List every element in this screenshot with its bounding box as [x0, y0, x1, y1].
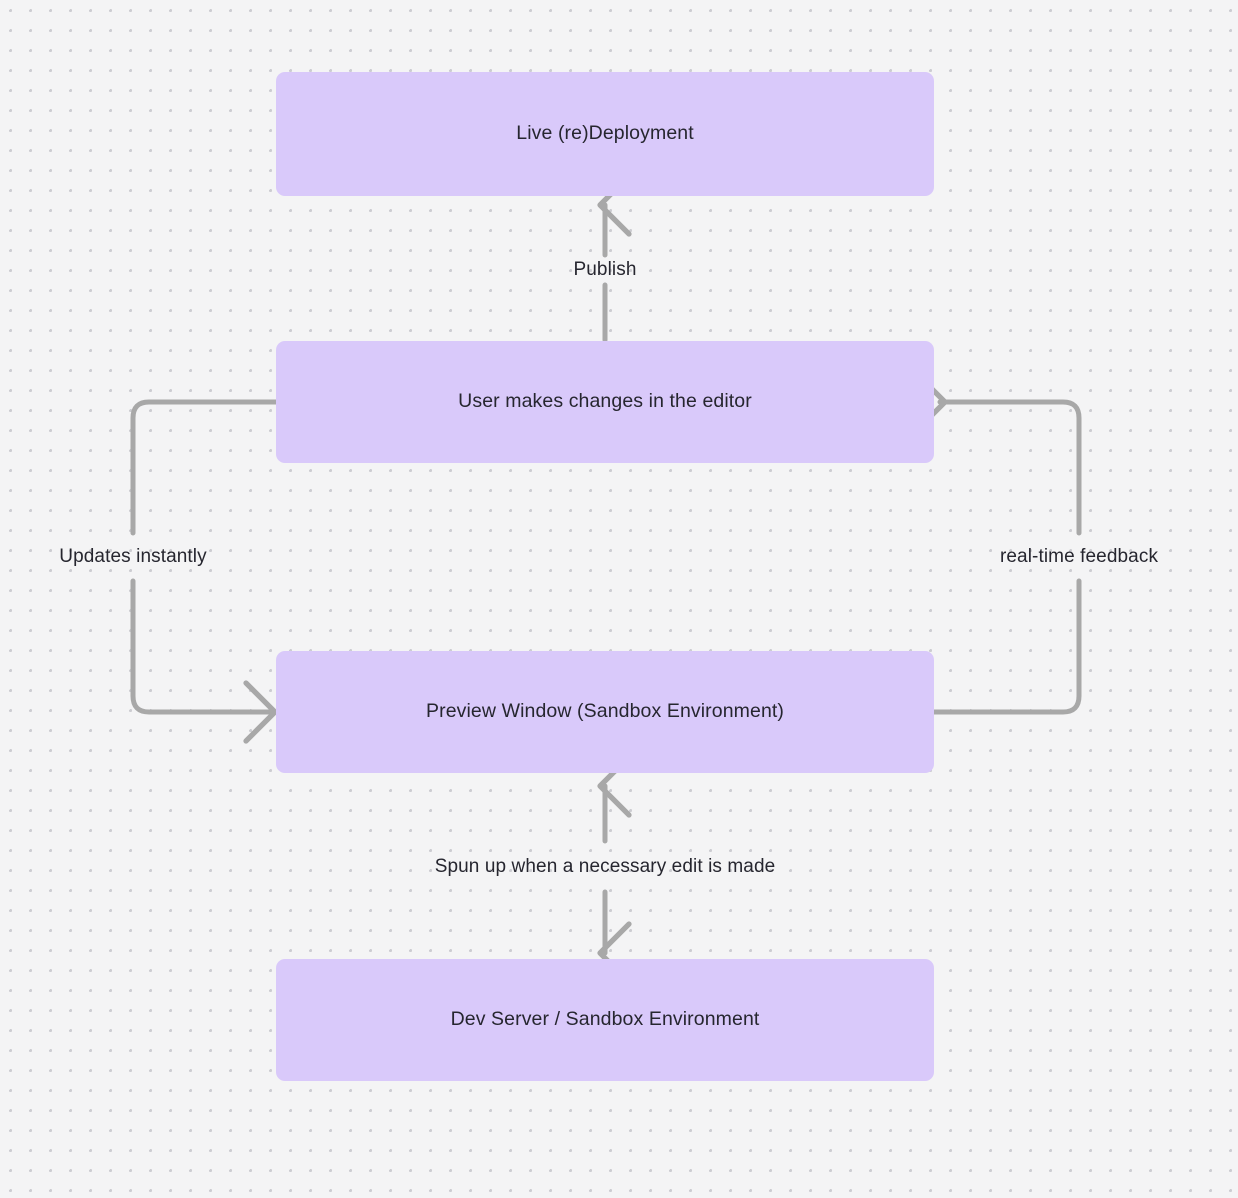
node-dev-server[interactable]: Dev Server / Sandbox Environment: [276, 959, 934, 1081]
edge-label-real-time-feedback: real-time feedback: [999, 546, 1159, 567]
edge-updates-instantly-upper-segment: [130, 399, 279, 536]
node-preview-window-label: Preview Window (Sandbox Environment): [426, 700, 784, 723]
node-user-edits[interactable]: User makes changes in the editor: [276, 341, 934, 463]
node-user-edits-label: User makes changes in the editor: [458, 390, 752, 413]
node-dev-server-label: Dev Server / Sandbox Environment: [450, 1008, 760, 1031]
edge-label-spun-up: Spun up when a necessary edit is made: [434, 856, 776, 877]
edge-real-time-feedback-lower-segment: [931, 578, 1082, 715]
node-live-deployment-label: Live (re)Deployment: [516, 122, 694, 145]
edge-real-time-feedback-upper-segment: [913, 370, 1082, 536]
edge-label-publish: Publish: [573, 259, 637, 280]
node-preview-window[interactable]: Preview Window (Sandbox Environment): [276, 651, 934, 773]
edge-label-updates-instantly: Updates instantly: [59, 546, 207, 567]
edge-updates-instantly-lower-segment: [130, 578, 278, 744]
node-live-deployment[interactable]: Live (re)Deployment: [276, 72, 934, 196]
